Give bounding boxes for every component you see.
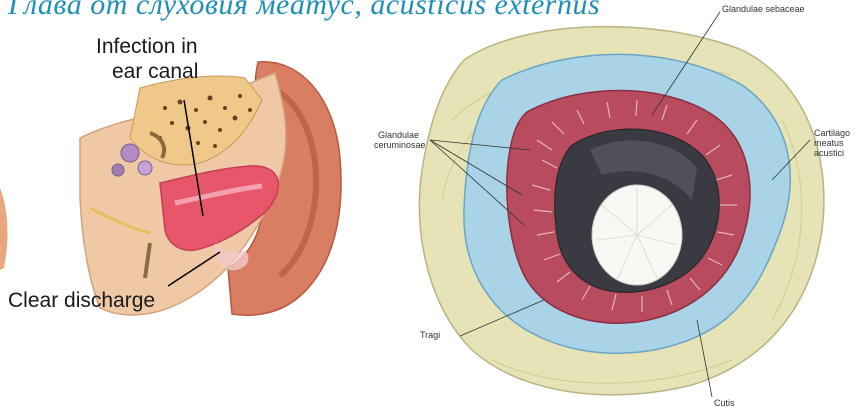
label-infection-in: Infection in bbox=[96, 34, 198, 59]
cross-section-drawing bbox=[352, 0, 865, 411]
label-ear-canal: ear canal bbox=[112, 59, 198, 84]
canal-cross-section-illustration: Glandulae sebaceae Glandulae ceruminosae… bbox=[352, 0, 865, 411]
face-edge-shape bbox=[0, 188, 7, 270]
label-acustici: acustici bbox=[814, 148, 844, 158]
ear-infection-illustration: Infection in ear canal Clear discharge bbox=[0, 18, 360, 411]
label-glandulae-sebaceae: Glandulae sebaceae bbox=[722, 4, 805, 14]
label-cartilago: Cartilago bbox=[814, 128, 850, 138]
label-ceruminosae: ceruminosae bbox=[374, 140, 426, 150]
label-clear-discharge: Clear discharge bbox=[8, 288, 155, 313]
label-glandulae: Glandulae bbox=[378, 130, 419, 140]
label-tragi: Tragi bbox=[420, 330, 440, 340]
label-cutis: Cutis bbox=[714, 398, 735, 408]
label-meatus: meatus bbox=[814, 138, 844, 148]
